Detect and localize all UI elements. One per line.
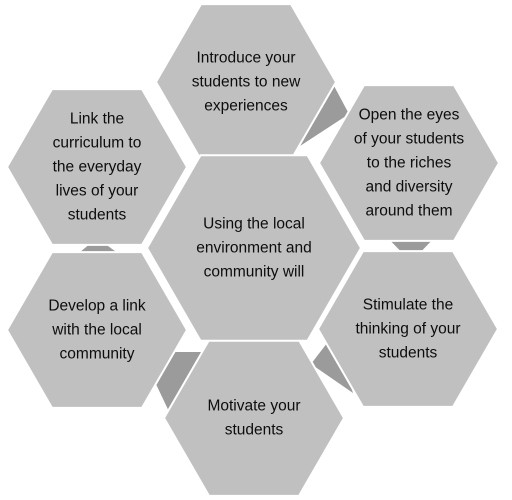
- hexagon-open-the-eyes-text-line: to the riches: [367, 155, 452, 172]
- hexagon-open-the-eyes-text-line: around them: [365, 203, 452, 220]
- hexagon-link-curriculum-text-line: students: [68, 207, 127, 224]
- hexagon-stimulate-thinking-text-line: students: [379, 345, 438, 362]
- hexagon-link-curriculum: Link the curriculum to the everyday lives o…: [5, 88, 189, 246]
- hexagon-link-curriculum-text-line: curriculum to: [53, 135, 142, 152]
- hexagon-stimulate-thinking-text-line: thinking of your: [355, 321, 460, 338]
- hexagon-open-the-eyes-text-line: of your students: [354, 131, 465, 148]
- hexagon-introduce-experiences-text-line: experiences: [204, 98, 288, 115]
- hexagon-open-the-eyes-text-line: Open the eyes: [359, 107, 460, 124]
- hexagon-motivate-students-text-line: Motivate your: [207, 398, 300, 415]
- hexagon-open-the-eyes-text-line: and diversity: [365, 179, 452, 196]
- hexagon-develop-link-community-text-line: community: [60, 346, 135, 363]
- hexagon-stimulate-thinking-text-line: Stimulate the: [363, 297, 453, 314]
- hexagon-introduce-experiences: Introduce your students to new experiences: [154, 3, 338, 161]
- hexagon-center-local-environment-text-line: environment and: [196, 240, 311, 257]
- hexagon-nodes: Introduce your students to new experiences…: [5, 3, 501, 497]
- hexagon-develop-link-community: Develop a link with the local community: [5, 251, 189, 409]
- hexagon-develop-link-community-text-line: with the local: [51, 322, 142, 339]
- hexagon-link-curriculum-text-line: Link the: [70, 111, 124, 128]
- connector-arrow-3: [311, 334, 353, 393]
- hexagon-center-local-environment-shape: [145, 154, 363, 342]
- hexagon-introduce-experiences-text-line: Introduce your: [196, 50, 295, 67]
- hexagon-open-the-eyes: Open the eyes of your students to the rich…: [317, 84, 501, 242]
- hexagon-link-curriculum-text-line: lives of your: [56, 183, 139, 200]
- hexagon-introduce-experiences-text-line: students to new: [192, 74, 301, 91]
- hexagon-center-local-environment-text-line: Using the local: [203, 216, 305, 233]
- hexagon-develop-link-community-text-line: Develop a link: [48, 298, 146, 315]
- hexagon-motivate-students: Motivate your students: [162, 339, 346, 497]
- hexagon-open-the-eyes-shape: [317, 84, 501, 242]
- hexagon-motivate-students-text-line: students: [225, 422, 284, 439]
- hexagon-link-curriculum-shape: [5, 88, 189, 246]
- hexagon-develop-link-community-shape: [5, 251, 189, 409]
- hexagon-link-curriculum-text-line: the everyday: [53, 159, 142, 176]
- hexagon-stimulate-thinking-shape: [316, 250, 500, 408]
- hexagon-center-local-environment-text-line: community will: [204, 264, 305, 281]
- hexagon-stimulate-thinking: Stimulate the thinking of your students: [316, 250, 500, 408]
- hexagon-center-local-environment: Using the local environment and community …: [145, 154, 363, 342]
